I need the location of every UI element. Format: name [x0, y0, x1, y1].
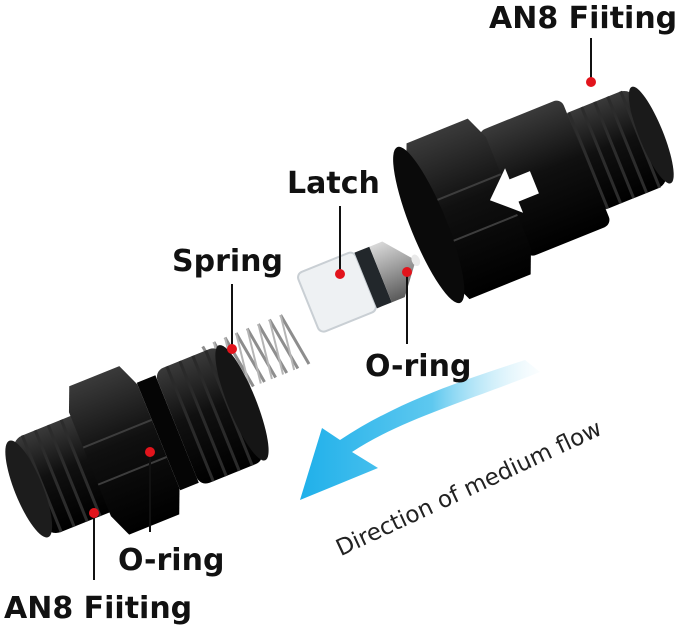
label-an8-fitting-top: AN8 Fiiting — [489, 1, 678, 36]
marker-dot-spring — [227, 344, 237, 354]
flow-direction-arrow-icon — [300, 360, 540, 500]
marker-dot-an8-top — [586, 77, 596, 87]
leader-lines — [93, 38, 592, 580]
marker-dot-oring-latch — [402, 267, 412, 277]
an8-fitting-top — [393, 86, 674, 304]
label-latch: Latch — [287, 166, 380, 201]
an8-fitting-bottom — [5, 345, 269, 538]
label-spring: Spring — [172, 244, 283, 279]
label-oring-latch: O-ring — [365, 349, 472, 384]
label-oring-fitting: O-ring — [118, 543, 225, 578]
latch-part — [297, 241, 421, 333]
marker-dot-an8-bottom — [89, 508, 99, 518]
marker-dots — [89, 77, 596, 518]
marker-dot-oring-fitting — [145, 447, 155, 457]
white-arrow-icon — [489, 168, 539, 213]
label-an8-fitting-bottom: AN8 Fiiting — [4, 591, 193, 626]
marker-dot-latch — [335, 269, 345, 279]
